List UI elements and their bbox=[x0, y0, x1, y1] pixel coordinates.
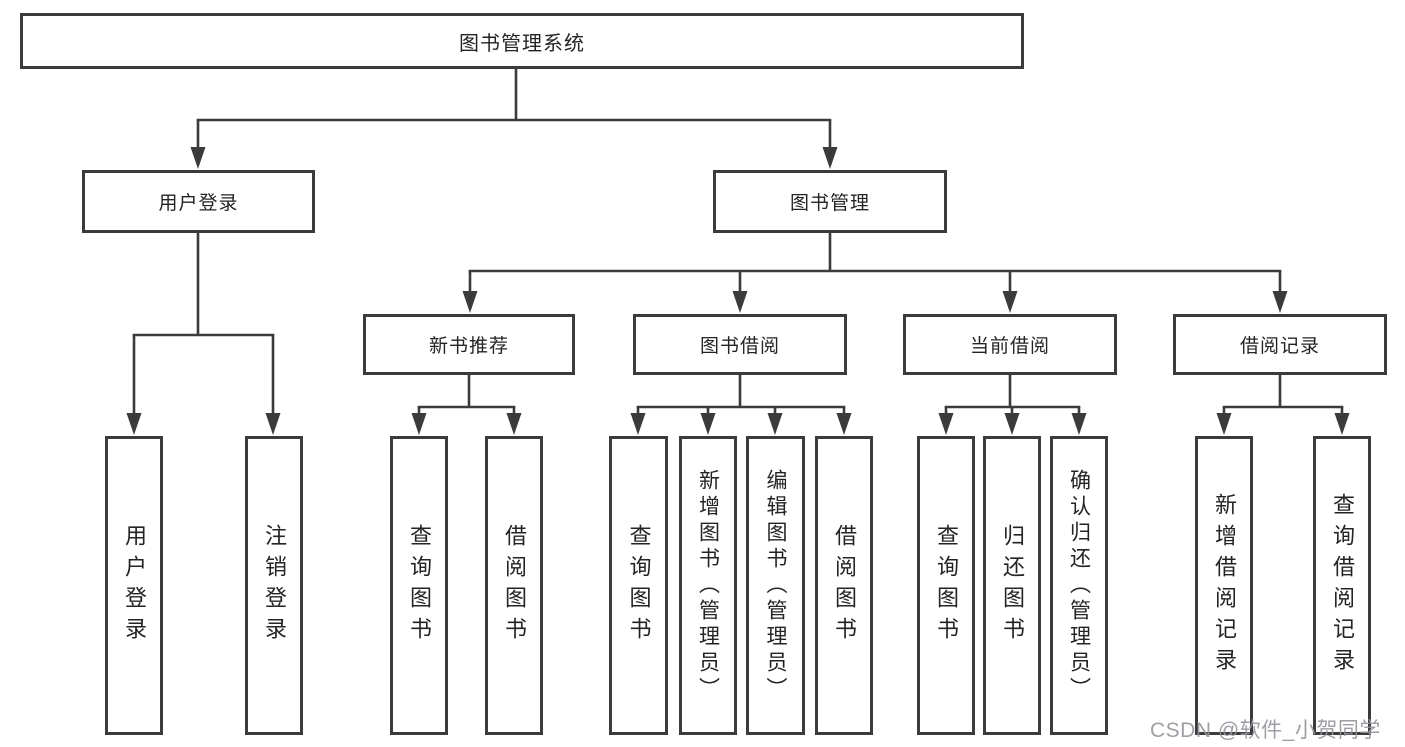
node-current-borrow: 当前借阅 bbox=[903, 314, 1117, 375]
leaf-current-query-book: 查询图书 bbox=[917, 436, 975, 735]
node-user-login: 用户登录 bbox=[82, 170, 315, 233]
leaf-edit-book-admin: 编辑图书（管理员） bbox=[746, 436, 805, 735]
node-library-management-system: 图书管理系统 bbox=[20, 13, 1024, 69]
node-new-book-recommend: 新书推荐 bbox=[363, 314, 575, 375]
leaf-logout-login: 注销登录 bbox=[245, 436, 303, 735]
leaf-query-borrow-record: 查询借阅记录 bbox=[1313, 436, 1371, 735]
leaf-recommend-borrow-book: 借阅图书 bbox=[485, 436, 543, 735]
leaf-borrow-query-book: 查询图书 bbox=[609, 436, 668, 735]
leaf-return-book: 归还图书 bbox=[983, 436, 1041, 735]
node-book-management: 图书管理 bbox=[713, 170, 947, 233]
node-borrow-record: 借阅记录 bbox=[1173, 314, 1387, 375]
csdn-watermark: CSDN @软件_小贺同学 bbox=[1150, 719, 1381, 742]
leaf-add-borrow-record: 新增借阅记录 bbox=[1195, 436, 1253, 735]
leaf-confirm-return-admin: 确认归还（管理员） bbox=[1050, 436, 1108, 735]
leaf-user-login: 用户登录 bbox=[105, 436, 163, 735]
leaf-recommend-query-book: 查询图书 bbox=[390, 436, 448, 735]
leaf-borrow-book: 借阅图书 bbox=[815, 436, 873, 735]
leaf-add-book-admin: 新增图书（管理员） bbox=[679, 436, 737, 735]
node-book-borrow: 图书借阅 bbox=[633, 314, 847, 375]
